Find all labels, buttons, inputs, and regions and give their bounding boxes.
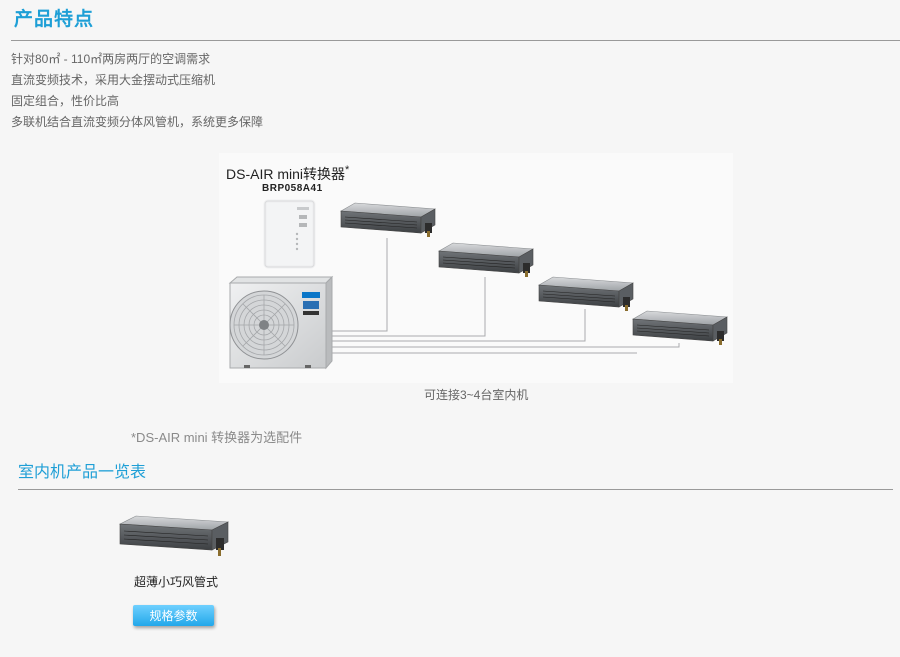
indoor-unit (340, 202, 436, 238)
optional-accessory-note: *DS-AIR mini 转换器为选配件 (131, 430, 303, 445)
product-image[interactable] (118, 514, 230, 567)
converter-unit (263, 199, 316, 269)
converter-title: DS-AIR mini转换器* (226, 164, 349, 184)
indoor-unit (632, 310, 728, 346)
feature-item: 直流变频技术，采用大金摆动式压缩机 (11, 73, 216, 87)
section-divider (18, 489, 893, 490)
indoor-product-list-title: 室内机产品一览表 (18, 464, 147, 481)
refrigerant-piping (323, 238, 680, 354)
converter-model: BRP058A41 (262, 183, 323, 194)
system-diagram (219, 153, 733, 383)
diagram-caption: 可连接3~4台室内机 (424, 388, 529, 402)
feature-item: 固定组合，性价比高 (11, 94, 120, 108)
feature-item: 多联机结合直流变频分体风管机，系统更多保障 (11, 115, 264, 129)
outdoor-unit (228, 275, 334, 370)
product-name[interactable]: 超薄小巧风管式 (134, 575, 219, 589)
feature-item: 针对80㎡ - 110㎡两房两厅的空调需求 (11, 52, 211, 66)
indoor-unit (438, 242, 534, 278)
spec-parameters-button[interactable]: 规格参数 (133, 605, 214, 626)
title-divider (11, 40, 900, 41)
converter-title-star: * (345, 164, 350, 176)
page-title: 产品特点 (14, 9, 95, 30)
indoor-unit (538, 276, 634, 312)
converter-title-text: DS-AIR mini转换器 (226, 166, 346, 182)
system-diagram-illustration (228, 199, 728, 370)
slim-duct-unit-image (118, 515, 230, 556)
